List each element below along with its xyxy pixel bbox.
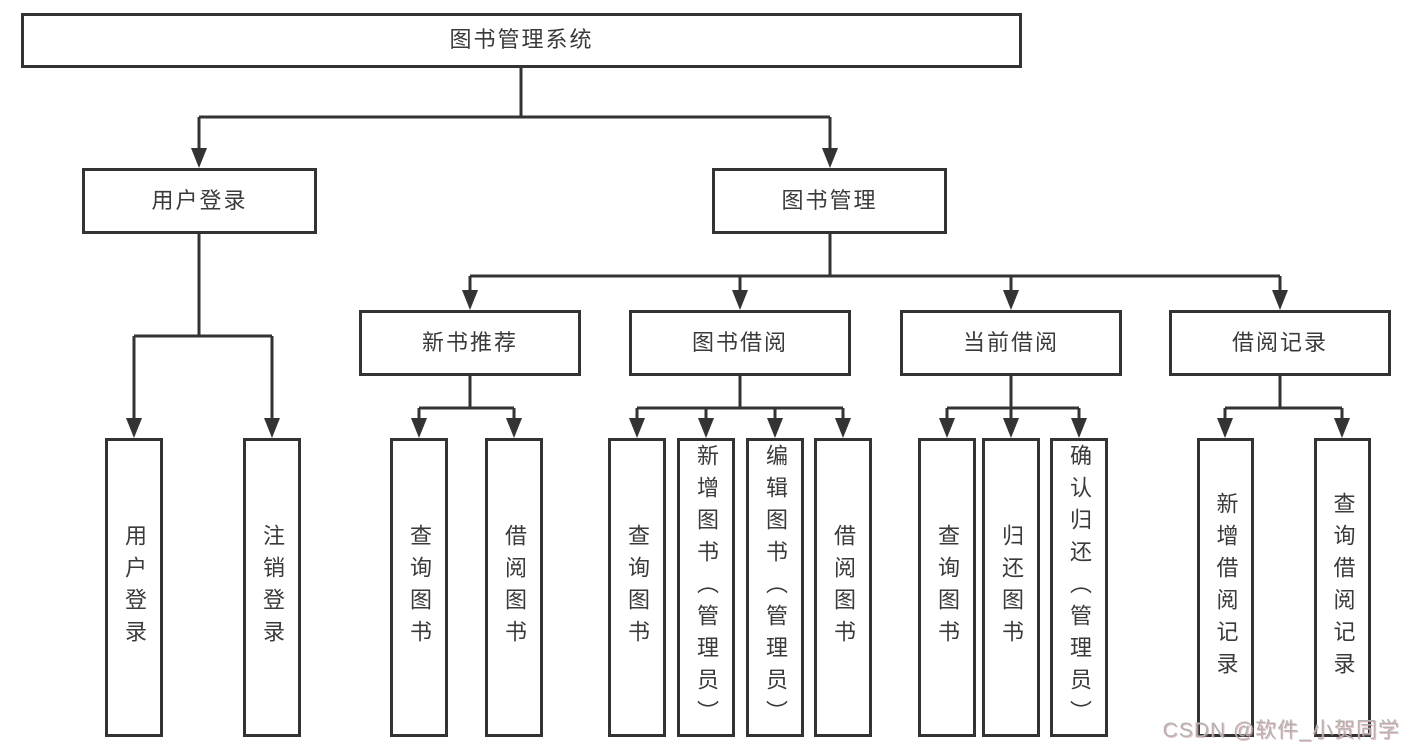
leaf-borrow-books: 借阅图书 xyxy=(814,438,872,737)
node-current-borrow: 当前借阅 xyxy=(900,310,1122,376)
node-book-management: 图书管理 xyxy=(712,168,947,234)
leaf-borrow-books-label: 借阅图书 xyxy=(831,523,856,652)
node-book-borrow-label: 图书借阅 xyxy=(691,329,788,355)
leaf-query-books-borrow-label: 查询图书 xyxy=(625,523,650,652)
node-book-management-label: 图书管理 xyxy=(781,187,878,213)
leaf-borrow-books-recommend-label: 借阅图书 xyxy=(502,523,527,652)
node-new-book-recommend-label: 新书推荐 xyxy=(421,329,518,355)
leaf-query-books-current: 查询图书 xyxy=(918,438,976,737)
node-borrow-records-label: 借阅记录 xyxy=(1231,329,1328,355)
leaf-confirm-return-admin: 确认归还（管理员） xyxy=(1050,438,1108,737)
leaf-edit-book-admin-label: 编辑图书（管理员） xyxy=(763,443,788,732)
leaf-borrow-books-recommend: 借阅图书 xyxy=(485,438,543,737)
leaf-add-borrow-record: 新增借阅记录 xyxy=(1197,438,1254,737)
leaf-query-books-borrow: 查询图书 xyxy=(608,438,666,737)
leaf-query-borrow-record-label: 查询借阅记录 xyxy=(1330,491,1356,684)
leaf-add-book-admin-label: 新增图书（管理员） xyxy=(694,443,719,732)
csdn-watermark: CSDN @软件_小贺同学 xyxy=(1162,719,1400,742)
leaf-query-borrow-record: 查询借阅记录 xyxy=(1314,438,1371,737)
leaf-query-books-current-label: 查询图书 xyxy=(935,523,960,652)
node-current-borrow-label: 当前借阅 xyxy=(962,329,1059,355)
node-user-login: 用户登录 xyxy=(82,168,317,234)
leaf-logout-label: 注销登录 xyxy=(260,523,285,652)
leaf-user-login: 用户登录 xyxy=(105,438,163,737)
leaf-logout: 注销登录 xyxy=(243,438,301,737)
leaf-user-login-label: 用户登录 xyxy=(122,523,147,652)
leaf-edit-book-admin: 编辑图书（管理员） xyxy=(746,438,804,737)
node-root: 图书管理系统 xyxy=(21,13,1022,68)
leaf-add-borrow-record-label: 新增借阅记录 xyxy=(1213,491,1239,684)
node-book-borrow: 图书借阅 xyxy=(629,310,851,376)
node-new-book-recommend: 新书推荐 xyxy=(359,310,581,376)
node-user-login-label: 用户登录 xyxy=(151,187,248,213)
leaf-return-book-label: 归还图书 xyxy=(999,523,1024,652)
leaf-return-book: 归还图书 xyxy=(982,438,1040,737)
arrowheads xyxy=(126,148,1350,438)
leaf-query-books-recommend: 查询图书 xyxy=(390,438,448,737)
leaf-add-book-admin: 新增图书（管理员） xyxy=(677,438,735,737)
leaf-query-books-recommend-label: 查询图书 xyxy=(407,523,432,652)
leaf-confirm-return-admin-label: 确认归还（管理员） xyxy=(1067,443,1092,732)
node-root-label: 图书管理系统 xyxy=(449,27,594,53)
node-borrow-records: 借阅记录 xyxy=(1169,310,1391,376)
